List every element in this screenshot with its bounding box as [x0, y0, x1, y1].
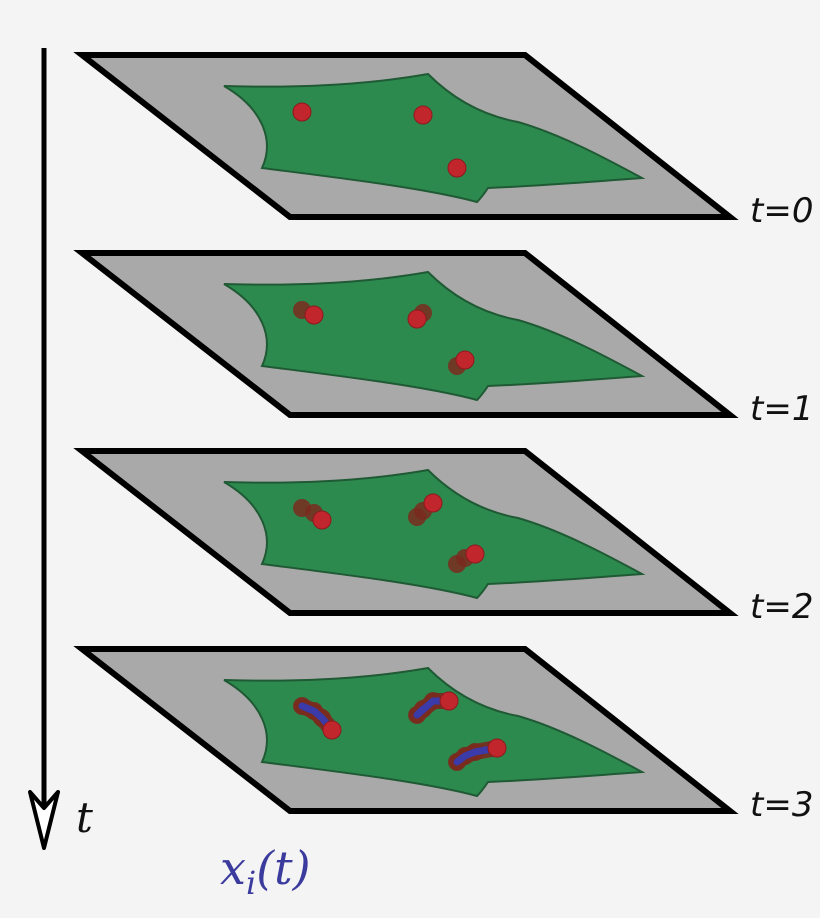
frame-2-particle-1-ghost-1	[408, 508, 426, 526]
frame-2-particle-2	[465, 544, 485, 564]
frame-3-label: t=3	[750, 785, 813, 825]
frame-1-particle-1	[407, 309, 427, 329]
frame-0-particle-0	[292, 102, 312, 122]
frame-2-label: t=2	[750, 587, 813, 627]
frame-1-particle-2	[455, 350, 475, 370]
frame-1-label: t=1	[750, 389, 813, 429]
frame-2-particle-0	[312, 510, 332, 530]
frames-group: t=0 t=1 t=2 t=3	[73, 52, 813, 825]
time-axis-label: t	[76, 793, 93, 842]
trajectory-label: xi(t)	[220, 841, 311, 902]
frame-2-particle-1	[423, 493, 443, 513]
frame-1: t=1	[73, 250, 813, 429]
frame-3-trajectory-2	[453, 744, 501, 766]
frame-0-label: t=0	[750, 191, 813, 231]
frame-3-cell	[223, 666, 646, 798]
frame-1-particle-0	[304, 305, 324, 325]
trajectory-label-sub: i	[246, 864, 256, 902]
frame-2-cell	[223, 468, 646, 600]
frame-3-particle-2	[487, 738, 507, 758]
frame-0: t=0	[73, 52, 813, 231]
frame-2: t=2	[73, 448, 813, 627]
time-axis-arrowhead	[28, 790, 60, 850]
frame-0-particle-1	[413, 105, 433, 125]
frame-0-cell	[223, 72, 646, 204]
trajectory-label-suffix: (t)	[256, 841, 310, 895]
time-axis: t	[28, 48, 93, 850]
frame-1-cell	[223, 270, 646, 402]
frame-3-particle-0	[322, 720, 342, 740]
frame-3: t=3	[73, 646, 813, 825]
frame-0-particle-2	[447, 158, 467, 178]
frame-3-particle-1	[439, 691, 459, 711]
trajectory-label-base: x	[220, 841, 246, 895]
